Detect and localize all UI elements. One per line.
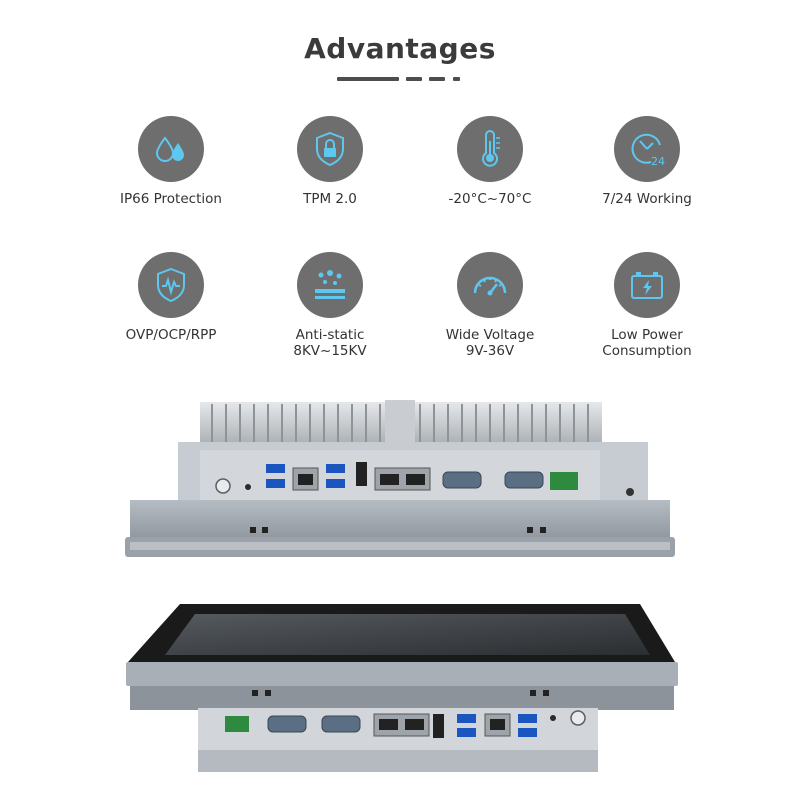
feature-protection: OVP/OCP/RPP	[86, 252, 256, 343]
feature-label: IP66 Protection	[120, 191, 222, 207]
device-front-image	[126, 604, 678, 772]
shield-lock-icon	[297, 116, 363, 182]
feature-ip66: IP66 Protection	[86, 116, 256, 207]
gauge-icon	[457, 252, 523, 318]
clock-24-icon: 24	[614, 116, 680, 182]
battery-icon	[614, 252, 680, 318]
feature-temperature: -20°C~70°C	[405, 116, 575, 207]
feature-label: 7/24 Working	[602, 191, 692, 207]
feature-label: TPM 2.0	[303, 191, 357, 207]
svg-text:24: 24	[651, 155, 665, 168]
static-dots-icon	[297, 252, 363, 318]
feature-tpm: TPM 2.0	[245, 116, 415, 207]
feature-label: -20°C~70°C	[448, 191, 532, 207]
title-underline	[0, 77, 800, 81]
thermometer-icon	[457, 116, 523, 182]
page-title: Advantages	[304, 32, 496, 65]
feature-label: OVP/OCP/RPP	[125, 327, 217, 343]
shield-wave-icon	[138, 252, 204, 318]
water-drops-icon	[138, 116, 204, 182]
feature-working: 24 7/24 Working	[562, 116, 732, 207]
device-rear-image	[125, 400, 675, 557]
